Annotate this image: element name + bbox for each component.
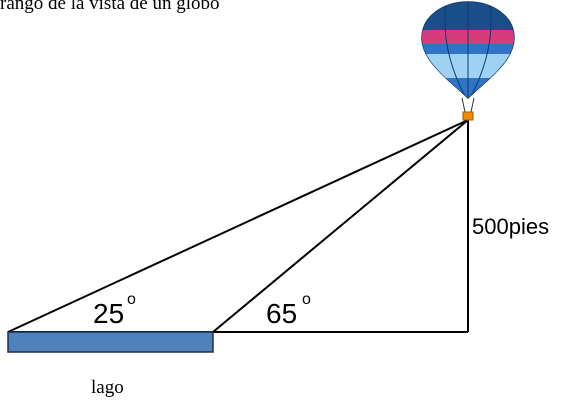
angle-label-25: 25 o xyxy=(93,292,136,329)
lake-rectangle xyxy=(7,331,214,353)
line-of-sight-25 xyxy=(7,119,469,333)
lake-label: lago xyxy=(91,377,124,398)
angle-value-25: 25 xyxy=(93,298,125,329)
degree-mark-65: o xyxy=(302,291,311,308)
angle-label-65: 65 o xyxy=(266,292,311,329)
height-label: 500pies xyxy=(472,214,550,239)
line-of-sight-65 xyxy=(212,119,469,333)
hot-air-balloon-icon xyxy=(421,1,515,121)
degree-mark-25: o xyxy=(127,291,136,308)
top-text: rango de la vista de un globo xyxy=(0,0,220,14)
angle-value-65: 65 xyxy=(266,298,298,329)
